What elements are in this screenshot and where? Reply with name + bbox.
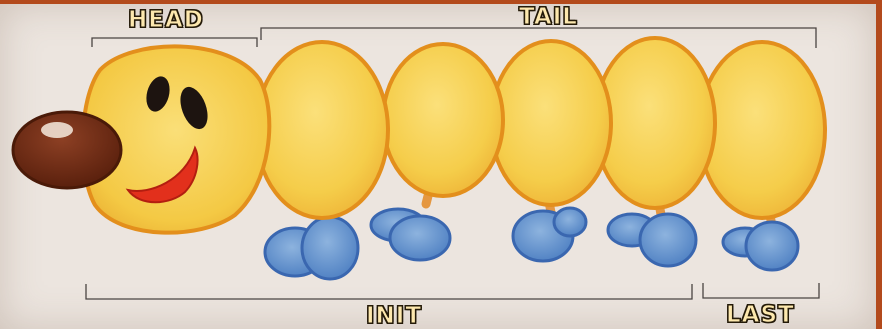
init-label: INIT bbox=[366, 305, 422, 328]
body-segments bbox=[256, 38, 825, 218]
head-label: HEAD bbox=[128, 9, 204, 32]
head bbox=[13, 46, 269, 232]
init-bracket bbox=[86, 284, 692, 299]
last-label: LAST bbox=[726, 304, 795, 327]
last-bracket bbox=[703, 283, 819, 298]
tail-label: TAIL bbox=[519, 6, 578, 29]
nose-icon bbox=[13, 112, 121, 188]
